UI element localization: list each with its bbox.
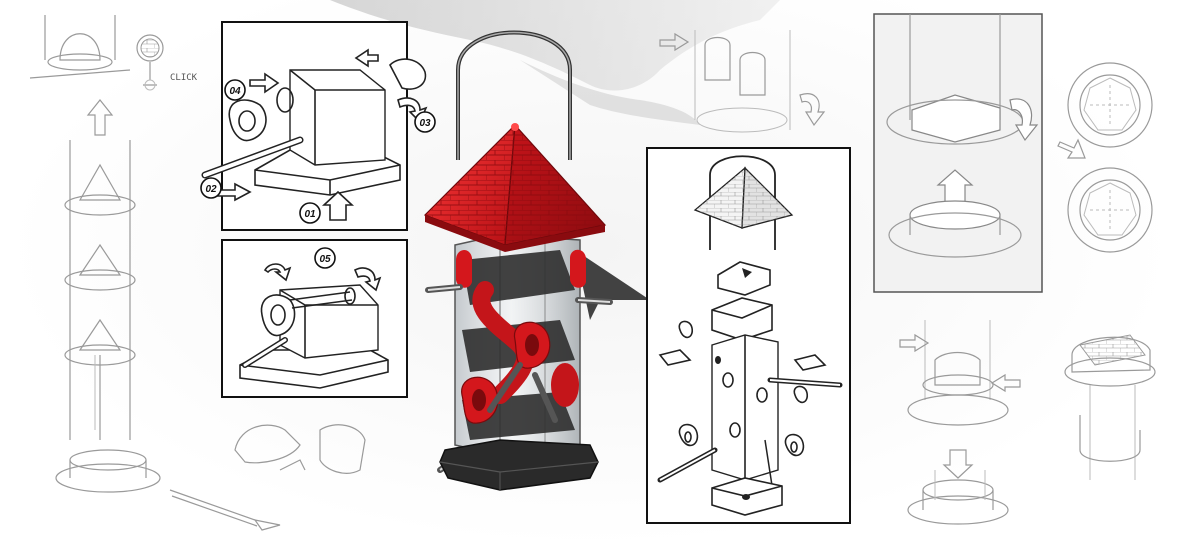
left-tube-sketch (29, 15, 161, 493)
perch-sketch (169, 424, 366, 531)
ring-detail-bottom (1067, 167, 1153, 253)
svg-text:01: 01 (304, 209, 316, 220)
click-label: CLICK (170, 73, 198, 83)
assembly-panel-top: 04 03 02 01 (200, 21, 436, 231)
top-center-sketch (659, 30, 826, 133)
assembly-panel-bottom: 05 (221, 239, 408, 398)
panel-frame (873, 13, 1043, 293)
click-lock-sketch: CLICK (136, 34, 198, 91)
base-ring-panel (873, 13, 1043, 293)
step-marker-03: 03 (414, 111, 436, 133)
bird-feeder-render (423, 30, 650, 491)
hook-sketch-right (1064, 334, 1156, 480)
svg-text:04: 04 (229, 86, 241, 97)
step-marker-04: 04 (224, 79, 246, 101)
step-marker-01: 01 (299, 202, 321, 224)
exploded-view-panel (646, 147, 851, 524)
ring-detail-top (1057, 62, 1153, 159)
latch-sketch-right (899, 320, 1021, 525)
step-marker-05: 05 (314, 247, 336, 269)
step-marker-02: 02 (200, 177, 222, 199)
svg-text:02: 02 (205, 184, 217, 195)
svg-text:03: 03 (419, 118, 431, 129)
svg-text:05: 05 (319, 254, 331, 265)
